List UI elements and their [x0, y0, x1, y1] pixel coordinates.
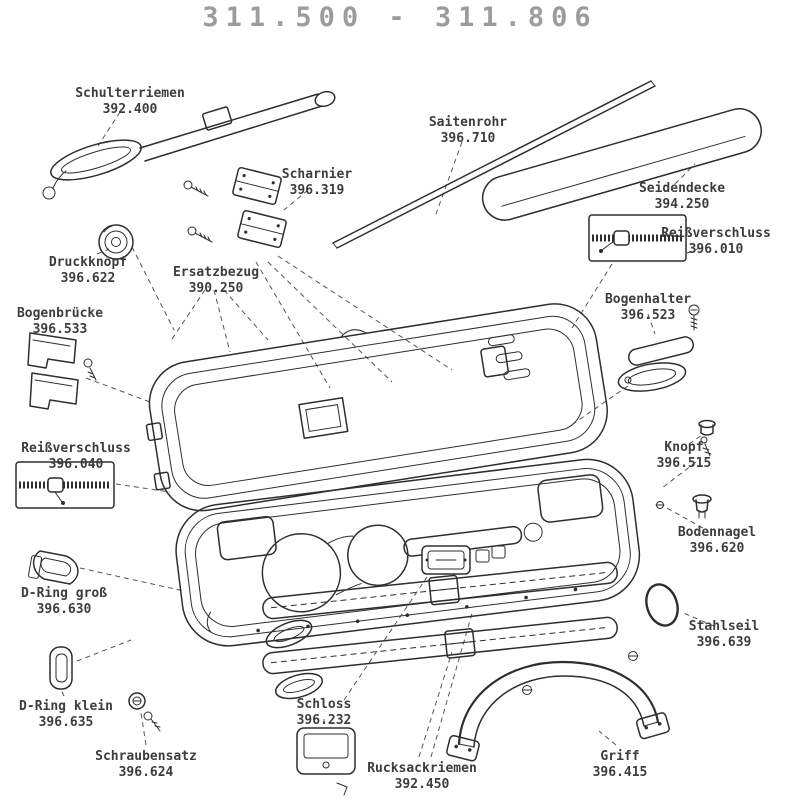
part-number: 396.624	[118, 765, 174, 781]
part-name: D-Ring groß	[20, 586, 108, 601]
shoulder-strap-drawing	[42, 90, 336, 200]
part-number: 396.319	[289, 183, 345, 199]
part-label-bogenbruecke: Bogenbrücke 396.533	[17, 306, 103, 339]
hinge-drawing	[183, 166, 287, 249]
part-name: Griff	[600, 749, 640, 764]
d-ring-large-drawing	[27, 550, 79, 585]
lock-drawing	[296, 727, 356, 796]
part-number: 396.533	[32, 322, 88, 338]
part-label-knopf: Knopf 396.515	[657, 440, 712, 473]
part-number: 396.630	[36, 602, 92, 618]
part-number: 396.635	[38, 715, 94, 731]
part-label-reissverschluss-rechts: Reißverschluss 396.010	[661, 226, 771, 259]
part-label-bogenhalter: Bogenhalter 396.523	[605, 292, 691, 325]
part-number: 392.450	[394, 777, 450, 793]
part-number: 396.515	[656, 456, 712, 472]
page-title: 311.500 - 311.806	[202, 2, 598, 33]
part-name: Stahlseil	[688, 619, 760, 634]
part-name: Schulterriemen	[75, 86, 185, 101]
part-label-schulterriemen: Schulterriemen 392.400	[75, 86, 185, 119]
part-label-d-ring-klein: D-Ring klein 396.635	[19, 699, 113, 732]
part-label-ersatzbezug: Ersatzbezug 390.250	[173, 265, 259, 298]
bow-bridge-drawing	[27, 332, 97, 410]
silk-cover-drawing	[481, 108, 762, 221]
part-name: Reißverschluss	[21, 441, 131, 456]
part-label-schraubensatz: Schraubensatz 396.624	[95, 749, 197, 782]
part-number: 392.400	[102, 102, 158, 118]
part-number: 396.010	[688, 242, 744, 258]
backpack-straps-drawing	[262, 561, 618, 700]
case-lid-drawing	[145, 303, 608, 512]
part-name: Bogenhalter	[604, 292, 692, 307]
part-number: 396.620	[689, 541, 745, 557]
part-name: Ersatzbezug	[172, 265, 260, 280]
zipper-right-drawing	[588, 214, 687, 262]
part-name: Saitenrohr	[428, 115, 508, 130]
case-pin-drawing	[655, 501, 665, 509]
part-number: 396.040	[48, 457, 104, 473]
part-label-druckknopf: Druckknopf 396.622	[49, 255, 127, 288]
floor-pin-drawing	[692, 494, 712, 519]
bow-holder-drawing	[617, 304, 700, 392]
part-name: D-Ring klein	[19, 699, 113, 714]
part-number: 396.232	[296, 713, 352, 729]
part-name: Druckknopf	[48, 255, 128, 270]
part-label-rucksackriemen: Rucksackriemen 392.450	[367, 761, 477, 794]
part-label-saitenrohr: Saitenrohr 396.710	[429, 115, 507, 148]
part-label-seidendecke: Seidendecke 394.250	[639, 181, 725, 214]
string-tube-drawing	[332, 80, 656, 249]
part-name: Reißverschluss	[661, 226, 771, 241]
latch-on-case-drawing	[421, 545, 506, 575]
part-name: Schraubensatz	[95, 749, 197, 764]
part-number: 394.250	[654, 197, 710, 213]
part-name: Schloss	[296, 697, 352, 712]
part-label-bodennagel: Bodennagel 396.620	[678, 525, 756, 558]
part-label-reissverschluss-links: Reißverschluss 396.040	[21, 441, 131, 474]
part-name: Bogenbrücke	[16, 306, 104, 321]
zipper-left-drawing	[15, 461, 115, 509]
part-number: 390.250	[188, 281, 244, 297]
part-number: 396.622	[60, 271, 116, 287]
part-label-stahlseil: Stahlseil 396.639	[689, 619, 759, 652]
knob-drawing	[698, 419, 716, 457]
steel-cable-drawing	[645, 583, 679, 627]
snap-button-drawing	[98, 224, 134, 260]
part-name: Bodennagel	[677, 525, 757, 540]
part-number: 396.415	[592, 765, 648, 781]
part-label-schloss: Schloss 396.232	[297, 697, 352, 730]
d-ring-small-drawing	[49, 646, 73, 690]
part-name: Scharnier	[281, 167, 353, 182]
screw-set-drawing	[128, 692, 161, 732]
part-name: Rucksackriemen	[367, 761, 477, 776]
hinge-screw-icon	[183, 180, 213, 243]
part-number: 396.710	[440, 131, 496, 147]
part-number: 396.523	[620, 308, 676, 324]
part-label-griff: Griff 396.415	[593, 749, 648, 782]
part-label-d-ring-gross: D-Ring groß 396.630	[21, 586, 107, 619]
part-number: 396.639	[696, 635, 752, 651]
part-name: Knopf	[664, 440, 704, 455]
handle-drawing	[446, 651, 670, 762]
leader-lines	[60, 111, 715, 758]
part-name: Seidendecke	[638, 181, 726, 196]
part-label-scharnier: Scharnier 396.319	[282, 167, 352, 200]
